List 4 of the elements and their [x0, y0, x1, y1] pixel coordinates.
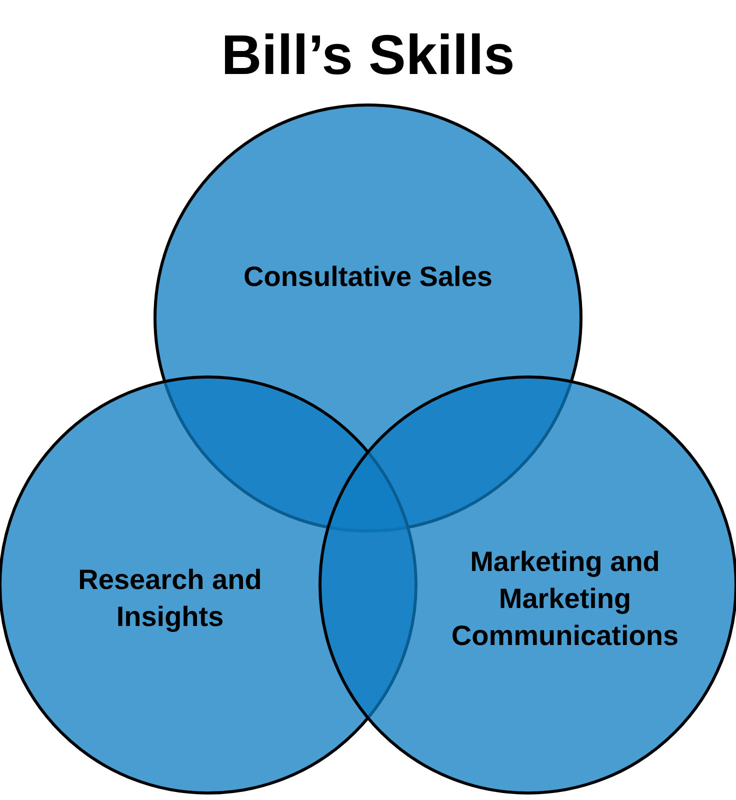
diagram-title: Bill’s Skills	[220, 22, 516, 87]
circle-label: Marketing and Marketing Communications	[450, 544, 680, 652]
circle-label: Research and Insights	[77, 563, 263, 634]
circle-label: Consultative Sales	[242, 260, 494, 294]
